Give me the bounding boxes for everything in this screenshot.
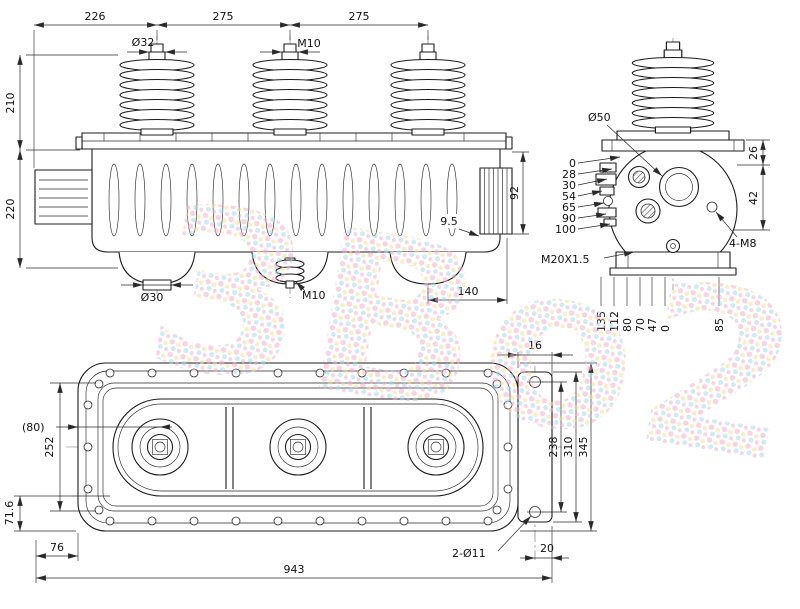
radiator-fins [479, 167, 513, 235]
dim-210: 210 [4, 93, 17, 114]
phase-bosses [131, 418, 465, 476]
front-view: 226 275 275 Ø32 M10 210 220 Ø30 M10 [4, 10, 529, 304]
dim-71-6: 71.6 [3, 501, 16, 526]
bscale-70: 70 [634, 318, 647, 332]
bottom-bulge-3 [389, 251, 467, 285]
note-2-dia11: 2-Ø11 [452, 547, 486, 560]
dim-85: 85 [713, 318, 726, 332]
cover-bolts [83, 368, 513, 526]
dim-275a: 275 [213, 10, 234, 23]
label-m10-bottom: M10 [302, 289, 326, 302]
dim-92: 92 [508, 186, 521, 200]
dim-dia50: Ø50 [588, 111, 611, 124]
bolt-m8 [706, 201, 718, 213]
dim-42: 42 [747, 191, 760, 205]
side-dimensions: Ø50 26 42 4-M8 M20X1.5 0 28 30 54 65 90 … [541, 111, 770, 332]
bscale-80: 80 [621, 318, 634, 332]
side-view: Ø50 26 42 4-M8 M20X1.5 0 28 30 54 65 90 … [541, 38, 770, 332]
bottom-bushing [275, 257, 305, 289]
scale-54: 54 [562, 190, 576, 203]
dim-dia30: Ø30 [141, 291, 164, 304]
scale-90: 90 [562, 212, 576, 225]
scale-65: 65 [562, 201, 576, 214]
dim-26: 26 [747, 146, 760, 160]
note-m20x1-5: M20X1.5 [541, 253, 590, 266]
scale-0: 0 [569, 157, 576, 170]
bscale-112: 112 [608, 311, 621, 332]
dim-275b: 275 [349, 10, 370, 23]
dim-220: 220 [4, 199, 17, 220]
note-4m8: 4-M8 [729, 237, 756, 250]
scale-30: 30 [562, 179, 576, 192]
dim-9-5: 9.5 [440, 215, 458, 228]
bscale-0: 0 [659, 325, 672, 332]
tank-body [91, 148, 501, 291]
side-flange [601, 130, 745, 152]
dim-943: 943 [284, 563, 305, 576]
side-internals [595, 162, 718, 254]
dim-76: 76 [50, 541, 64, 554]
plan-body [77, 362, 553, 532]
dim-16: 16 [528, 339, 542, 352]
scale-100: 100 [555, 223, 576, 236]
dim-226: 226 [85, 10, 106, 23]
plan-dimensions: 16 238 310 345 252 (80) 71.6 [3, 339, 597, 583]
side-base [609, 251, 737, 276]
dim-20: 20 [540, 542, 554, 555]
scale-28: 28 [562, 168, 576, 181]
dim-238: 238 [547, 437, 560, 458]
front-dimensions: 226 275 275 Ø32 M10 210 220 Ø30 M10 [4, 10, 529, 304]
dim-310: 310 [562, 437, 575, 458]
label-m10-top: M10 [297, 37, 321, 50]
dim-252: 252 [43, 437, 56, 458]
label-dia32: Ø32 [132, 36, 155, 49]
dim-80: (80) [22, 421, 45, 434]
dim-345: 345 [577, 437, 590, 458]
tank-lid [75, 132, 513, 150]
dim-140: 140 [458, 285, 479, 298]
bscale-135: 135 [595, 311, 608, 332]
plan-view: 16 238 310 345 252 (80) 71.6 [3, 339, 597, 583]
terminal-box [34, 169, 93, 225]
bscale-47: 47 [646, 318, 659, 332]
